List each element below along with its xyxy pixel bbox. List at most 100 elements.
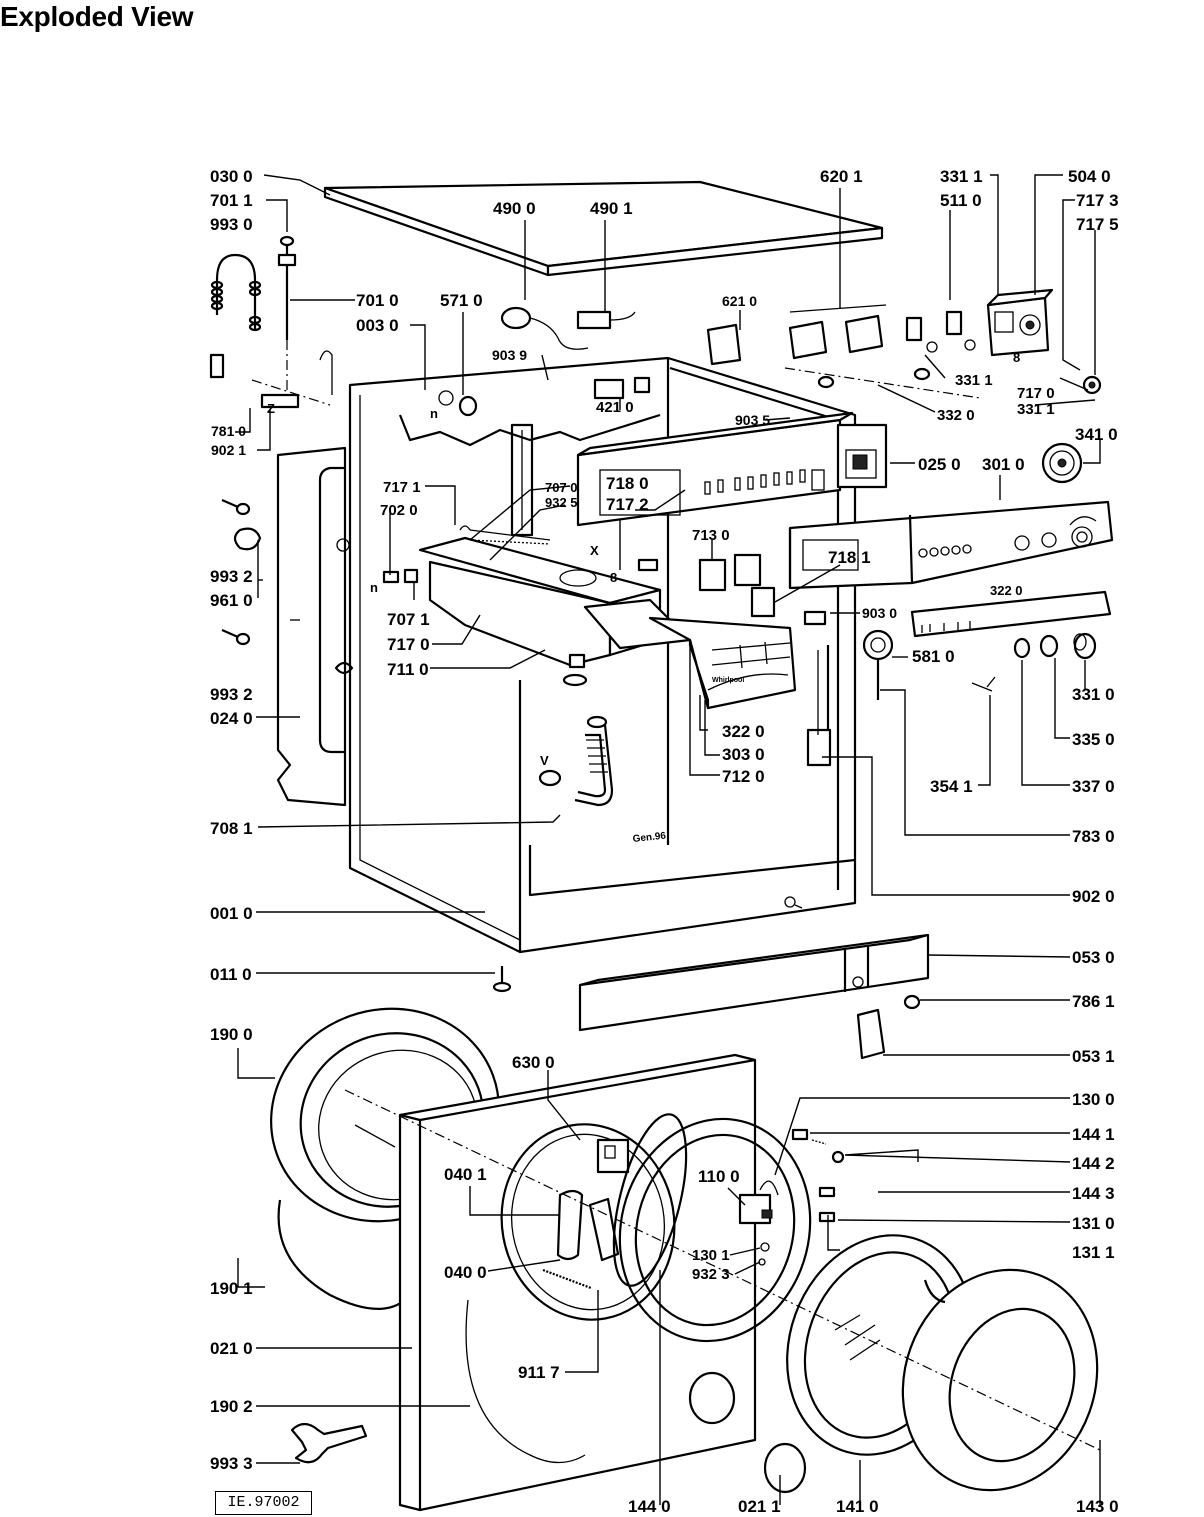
label-511-0: 511 0 (940, 191, 982, 210)
label-717-0-a: 717 0 (1017, 385, 1055, 402)
label-630-0: 630 0 (512, 1053, 555, 1072)
label-190-2: 190 2 (210, 1397, 253, 1416)
label-144-2: 144 2 (1072, 1154, 1115, 1173)
switches (817, 310, 976, 389)
side-panel (276, 446, 354, 807)
label-903-9: 903 9 (492, 347, 527, 363)
timer-knob (1041, 442, 1083, 484)
label-053-1: 053 1 (1072, 1047, 1115, 1066)
label-620-1: 620 1 (820, 167, 863, 186)
label-702-0: 702 0 (380, 502, 418, 519)
label-354-1: 354 1 (930, 777, 973, 796)
label-331-0: 331 0 (1072, 685, 1115, 704)
label-961-0: 961 0 (210, 591, 253, 610)
inlet-valve (382, 525, 551, 584)
label-030-0: 030 0 (210, 167, 253, 186)
letter-n-b: n (370, 580, 378, 595)
label-024-0: 024 0 (210, 709, 253, 728)
letter-n-a: n (430, 406, 438, 421)
hardware (758, 1128, 845, 1266)
label-701-0: 701 0 (356, 291, 399, 310)
label-337-0: 337 0 (1072, 777, 1115, 796)
top-lid (323, 180, 884, 277)
hinge-parts (556, 1189, 620, 1262)
relays (706, 304, 887, 366)
plinth (578, 933, 930, 1060)
label-332-0: 332 0 (937, 407, 975, 424)
label-141-0: 141 0 (836, 1497, 879, 1516)
label-717-2: 717 2 (606, 495, 649, 514)
label-711-0: 711 0 (387, 660, 429, 679)
control-frame (576, 411, 888, 527)
screws (221, 498, 262, 646)
pressure-switch (803, 610, 996, 700)
label-322-0-a: 322 0 (990, 583, 1023, 598)
glass-door (763, 1234, 1099, 1494)
detergent-drawer: Whirlpool (583, 598, 797, 710)
label-993-2-b: 993 2 (210, 685, 253, 704)
label-717-3: 717 3 (1076, 191, 1119, 210)
label-110-0: 110 0 (698, 1167, 740, 1186)
reference-code: IE.97002 (215, 1491, 312, 1515)
foot (492, 966, 512, 993)
label-932-3: 932 3 (692, 1266, 730, 1283)
page-title: Exploded View (0, 1, 194, 32)
letter-8-b: 8 (1013, 350, 1020, 365)
label-144-1: 144 1 (1072, 1125, 1115, 1144)
letter-x: X (590, 543, 599, 558)
letter-8-a: 8 (610, 570, 617, 585)
label-932-5: 932 5 (545, 495, 578, 510)
spanner-tool (290, 1422, 368, 1464)
label-993-3: 993 3 (210, 1454, 253, 1473)
label-581-0: 581 0 (912, 647, 955, 666)
letter-v: V (540, 753, 549, 768)
label-786-1: 786 1 (1072, 992, 1115, 1011)
door-ring (612, 1113, 812, 1343)
label-911-7: 911 7 (518, 1363, 560, 1382)
label-708-1: 708 1 (210, 819, 253, 838)
label-718-1: 718 1 (828, 548, 871, 567)
stamp-text: Gen.96 (632, 831, 667, 845)
label-490-1: 490 1 (590, 199, 633, 218)
label-025-0: 025 0 (918, 455, 961, 474)
label-144-3: 144 3 (1072, 1184, 1115, 1203)
label-707-0: 707 0 (545, 480, 578, 495)
label-902-1: 902 1 (211, 442, 246, 458)
label-130-1: 130 1 (692, 1247, 730, 1264)
label-053-0: 053 0 (1072, 948, 1115, 967)
label-781-0: 781 0 (211, 423, 246, 439)
label-783-0: 783 0 (1072, 827, 1115, 846)
label-421-0: 421 0 (596, 399, 634, 416)
electric-components (438, 306, 651, 417)
console-fascia (788, 500, 1114, 590)
label-707-1: 707 1 (387, 610, 430, 629)
letter-z: Z (267, 401, 275, 416)
diagram-letters: n n X V Z 8 8 (267, 350, 1020, 768)
label-143-0: 143 0 (1076, 1497, 1119, 1516)
label-322-0-b: 322 0 (722, 722, 765, 741)
explosion-axes (251, 340, 1101, 1451)
label-713-0: 713 0 (692, 527, 730, 544)
label-303-0: 303 0 (722, 745, 765, 764)
brand-label: Whirlpool (712, 677, 744, 684)
label-717-0-b: 717 0 (387, 635, 430, 654)
label-621-0: 621 0 (722, 293, 757, 309)
label-717-5: 717 5 (1076, 215, 1119, 234)
label-331-1-c: 331 1 (1017, 401, 1055, 418)
label-993-2-a: 993 2 (210, 567, 253, 586)
drawer-flaps (637, 553, 776, 618)
label-571-0: 571 0 (440, 291, 483, 310)
suppressor (209, 235, 333, 409)
timer-module (986, 288, 1102, 395)
leader-lines (235, 174, 1101, 1505)
label-301-0: 301 0 (982, 455, 1025, 474)
label-001-0: 001 0 (210, 904, 253, 923)
label-718-0: 718 0 (606, 474, 649, 493)
label-131-0: 131 0 (1072, 1214, 1115, 1233)
label-331-1-b: 331 1 (955, 372, 993, 389)
label-190-1: 190 1 (210, 1279, 253, 1298)
label-130-0: 130 0 (1072, 1090, 1115, 1109)
label-490-0: 490 0 (493, 199, 536, 218)
front-panel (398, 1053, 757, 1512)
